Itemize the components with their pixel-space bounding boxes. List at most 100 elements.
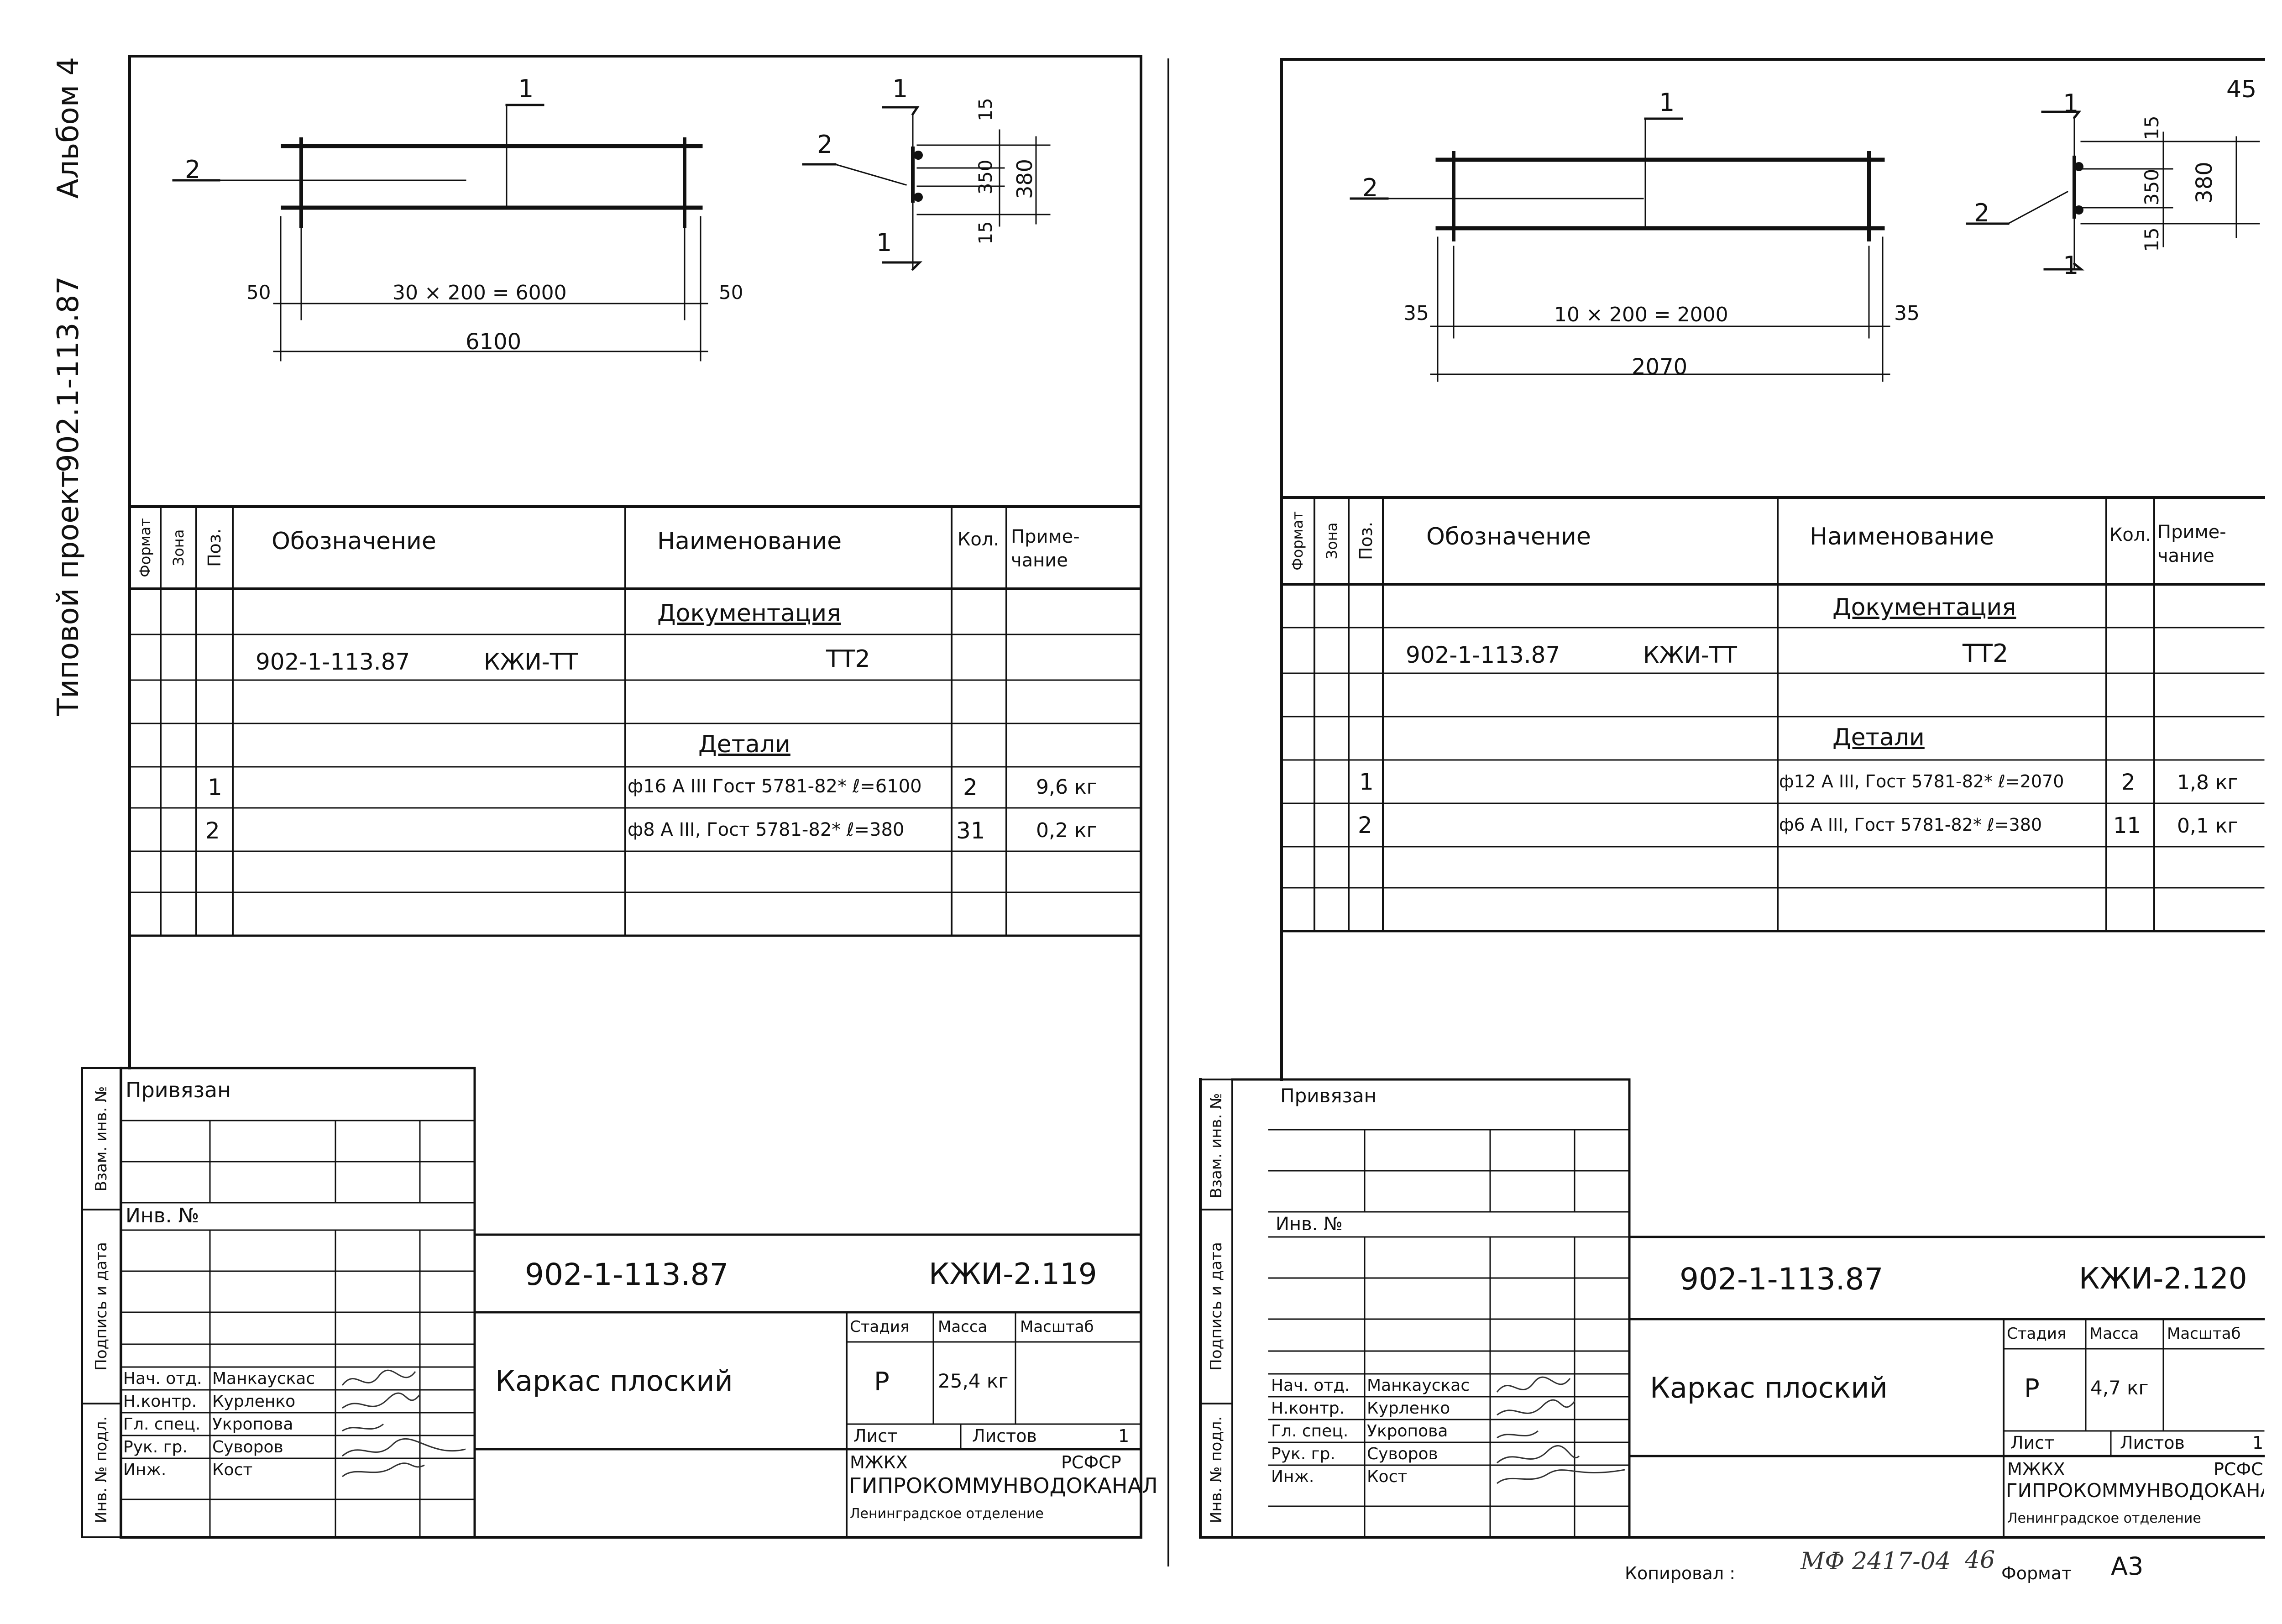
right-sheet-lines (1199, 58, 2265, 1539)
right-inv-no: Инв. № (1276, 1214, 1343, 1235)
left-org-2: ГИПРОКОММУНВОДОКАНАЛ (849, 1473, 1158, 1498)
right-signatures (1492, 1374, 1629, 1488)
right-mass-label: Масса (2089, 1325, 2139, 1343)
right-doc-code: 902-1-113.87 (1406, 642, 1560, 668)
left-title: Каркас плоский (495, 1364, 733, 1398)
left-org-1l: МЖКХ (850, 1452, 908, 1472)
right-staff-role-1: Нач. отд. (1271, 1376, 1350, 1395)
right-title: Каркас плоский (1650, 1371, 1888, 1404)
right-org-3: Ленинградское отделение (2007, 1512, 2201, 1525)
right-edge-left-dim: 35 (1403, 302, 1429, 325)
left-sec-pos1: 1 (892, 74, 908, 103)
order-code: МФ 2417-04 (1800, 1548, 1951, 1575)
left-hdr-format: Формат (136, 518, 154, 577)
right-org-1l: МЖКХ (2007, 1459, 2065, 1479)
left-staff-name-3: Укропова (212, 1415, 293, 1434)
left-org-1r: РСФСР (1061, 1452, 1121, 1472)
left-doc-mark: КЖИ-ТТ (484, 649, 578, 675)
right-row1-note: 1,8 кг (2177, 771, 2238, 794)
right-row1-name: ф12 А III, Гост 5781-82* ℓ=2070 (1779, 771, 2064, 791)
left-hdr-zona: Зона (170, 529, 187, 566)
right-margin-inv: Инв. № подл. (1207, 1416, 1225, 1524)
right-staff-role-5: Инж. (1271, 1467, 1314, 1486)
left-sec-total-dim: 380 (1012, 159, 1037, 199)
right-sec-bottom-dim: 15 (2141, 227, 2163, 252)
right-staff-role-4: Рук. гр. (1271, 1445, 1335, 1463)
signature-scribble (341, 1369, 466, 1477)
left-hdr-primechanie: Приме- чание (1011, 526, 1080, 571)
right-hdr-naimenovanie: Наименование (1810, 523, 1994, 550)
corner-sheet-number: 45 (2226, 76, 2257, 103)
project-code-margin: 902.1-113.87 (52, 276, 85, 473)
right-drawing-code: КЖИ-2.120 (2079, 1264, 2247, 1294)
left-privyazan: Привязан (126, 1078, 231, 1102)
left-sec-bottom-dim: 15 (975, 221, 996, 245)
left-staff-role-5: Инж. (123, 1461, 167, 1479)
left-stage: Р (874, 1367, 890, 1397)
right-doc-name: ТТ2 (1963, 639, 2009, 668)
album-label: Альбом 4 (52, 57, 85, 199)
left-staff-role-3: Гл. спец. (123, 1415, 201, 1434)
left-sheet-label: Лист (853, 1426, 898, 1446)
left-row1-name: ф16 А III Гост 5781-82* ℓ=6100 (628, 776, 922, 797)
right-row1-pos: 1 (1359, 769, 1374, 795)
left-sec-pos2: 2 (817, 130, 833, 159)
left-edge-left-dim: 50 (246, 281, 271, 304)
left-edge-right-dim: 50 (719, 281, 743, 304)
left-span-dim: 30 × 200 = 6000 (393, 281, 567, 304)
right-span-dim: 10 × 200 = 2000 (1554, 303, 1728, 326)
left-signatures (338, 1367, 466, 1481)
right-total-dim: 2070 (1632, 354, 1688, 380)
right-hdr-kol: Кол. (2109, 524, 2151, 545)
left-margin-vzam: Взам. инв. № (92, 1086, 110, 1192)
right-scale-label: Масштаб (2167, 1326, 2241, 1341)
left-sec-mid-dim: 350 (975, 159, 996, 195)
left-staff-name-1: Манкаускас (212, 1369, 315, 1388)
right-staff-name-1: Манкаускас (1367, 1376, 1470, 1395)
right-sheets-label: Листов (2120, 1433, 2185, 1453)
left-sheet-lines (81, 55, 1169, 1566)
right-sec-mid-dim: 350 (2141, 168, 2163, 206)
left-scale-label: Масштаб (1020, 1318, 1094, 1336)
right-staff-name-4: Суворов (1367, 1445, 1438, 1463)
left-row1-note: 9,6 кг (1036, 775, 1097, 799)
left-hdr-oboznachenie: Обозначение (272, 528, 436, 555)
right-stage-label: Стадия (2007, 1325, 2067, 1343)
right-row1-qty: 2 (2121, 770, 2135, 795)
left-staff-role-4: Рук. гр. (123, 1438, 188, 1456)
left-margin-podpis: Подпись и дата (92, 1242, 110, 1371)
right-sheet-label: Лист (2010, 1433, 2055, 1453)
page-number: 46 (1965, 1546, 1995, 1574)
right-section-docs: Документация (1832, 594, 2016, 621)
left-org-3: Ленинградское отделение (850, 1506, 1044, 1522)
left-sec-top-dim: 15 (975, 98, 996, 121)
left-row1-qty: 2 (963, 774, 978, 801)
right-hdr-poz: Поз. (1356, 521, 1376, 561)
left-sec-pos1-bottom: 1 (876, 228, 892, 257)
right-doc-mark: КЖИ-ТТ (1643, 642, 1737, 668)
left-staff-role-1: Нач. отд. (123, 1369, 202, 1388)
right-row2-name: ф6 А III, Гост 5781-82* ℓ=380 (1779, 815, 2042, 835)
right-row2-pos: 2 (1358, 812, 1372, 838)
left-staff-name-5: Кост (212, 1461, 253, 1479)
left-hdr-kol: Кол. (958, 529, 1000, 550)
left-doc-name: ТТ2 (826, 645, 870, 673)
left-mass-label: Масса (938, 1318, 988, 1336)
right-margin-vzam: Взам. инв. № (1207, 1093, 1225, 1199)
right-org-1r: РСФСР (2214, 1461, 2264, 1478)
left-project-code: 902-1-113.87 (525, 1257, 729, 1292)
right-pos2-label: 2 (1362, 173, 1378, 202)
right-privyazan: Привязан (1280, 1084, 1377, 1107)
right-stage: Р (2024, 1374, 2040, 1404)
right-sec-top-dim: 15 (2141, 115, 2163, 140)
right-margin-podpis: Подпись и дата (1207, 1242, 1225, 1371)
right-staff-name-5: Кост (1367, 1467, 1408, 1486)
left-row2-note: 0,2 кг (1036, 819, 1097, 842)
left-mass: 25,4 кг (938, 1370, 1009, 1392)
right-sec-pos2: 2 (1974, 199, 1990, 227)
left-inv-no: Инв. № (126, 1204, 199, 1227)
right-staff-role-2: Н.контр. (1271, 1399, 1345, 1418)
left-hdr-naimenovanie: Наименование (657, 528, 842, 555)
